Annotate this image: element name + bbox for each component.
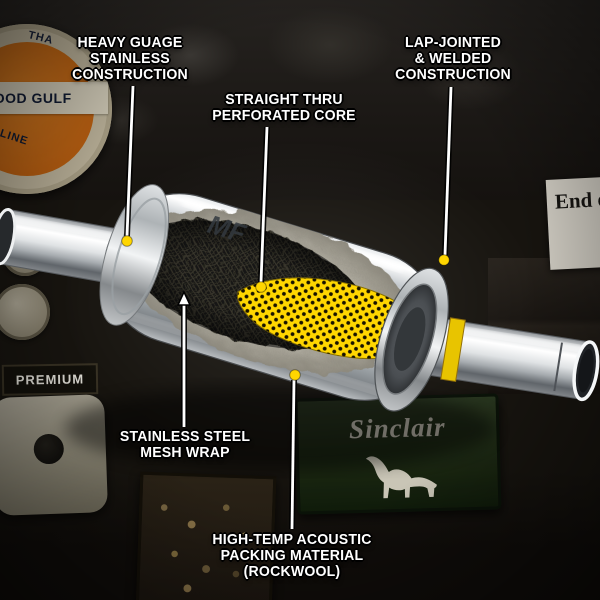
inlet-pipe	[0, 207, 133, 286]
callout-heavy-gauge-label: HEAVY GUAGE STAINLESS CONSTRUCTION	[72, 34, 188, 83]
leader-line-mesh-wrap	[176, 290, 192, 427]
outlet-weld-band	[440, 317, 466, 383]
callout-dot-packing	[289, 369, 301, 381]
leader-line-packing	[289, 379, 297, 530]
callout-packing-label: HIGH-TEMP ACOUSTIC PACKING MATERIAL (ROC…	[212, 531, 372, 580]
leader-line-heavy-gauge	[124, 85, 136, 237]
callout-mesh-wrap-label: STAINLESS STEEL MESH WRAP	[119, 428, 251, 461]
callout-dot-lap-jointed	[438, 254, 450, 266]
leader-line-lap-jointed	[442, 86, 454, 256]
leader-line-straight-thru	[258, 126, 270, 283]
callout-dot-straight-thru	[255, 281, 267, 293]
callout-straight-thru-label: STRAIGHT THRU PERFORATED CORE	[212, 91, 356, 124]
left-end-cap	[99, 184, 170, 326]
callout-dot-heavy-gauge	[121, 235, 133, 247]
muffler-body: MF	[99, 184, 449, 412]
inlet-pipe-opening	[0, 207, 17, 266]
cutaway-opening	[124, 209, 415, 373]
outlet-clamp-slot	[553, 342, 563, 392]
callout-lap-jointed-label: LAP-JOINTED & WELDED CONSTRUCTION	[395, 34, 511, 83]
mesh-wrap-arrowhead	[176, 290, 192, 306]
